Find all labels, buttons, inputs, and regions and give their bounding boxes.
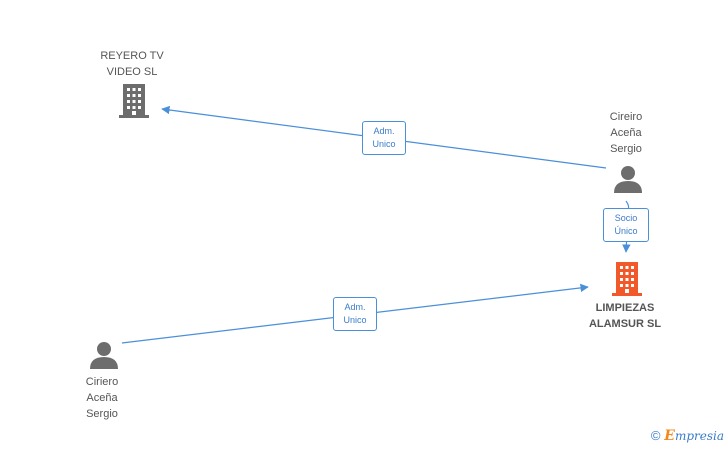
brand-name: mpresia xyxy=(674,429,724,443)
node-label-ciriero: Ciriero Aceña Sergio xyxy=(85,376,119,420)
edge-label-cireiro-reyero: Adm. Unico xyxy=(362,121,406,155)
node-label-cireiro: Cireiro Aceña Sergio xyxy=(609,111,643,155)
person-icon[interactable] xyxy=(90,342,118,369)
building-icon-main[interactable] xyxy=(612,262,642,296)
node-label-reyero: REYERO TV VIDEO SL xyxy=(100,50,164,78)
copyright-icon: © xyxy=(650,428,661,443)
edge-label-cireiro-limpiezas: Socio Único xyxy=(603,208,649,242)
node-label-limpiezas: LIMPIEZAS ALAMSUR SL xyxy=(588,302,662,330)
brand-initial: E xyxy=(664,428,675,444)
building-icon[interactable] xyxy=(119,84,149,118)
person-icon[interactable] xyxy=(614,166,642,193)
edge-label-ciriero-limpiezas: Adm. Unico xyxy=(333,297,377,331)
brand-logo: © Empresia xyxy=(651,428,724,444)
